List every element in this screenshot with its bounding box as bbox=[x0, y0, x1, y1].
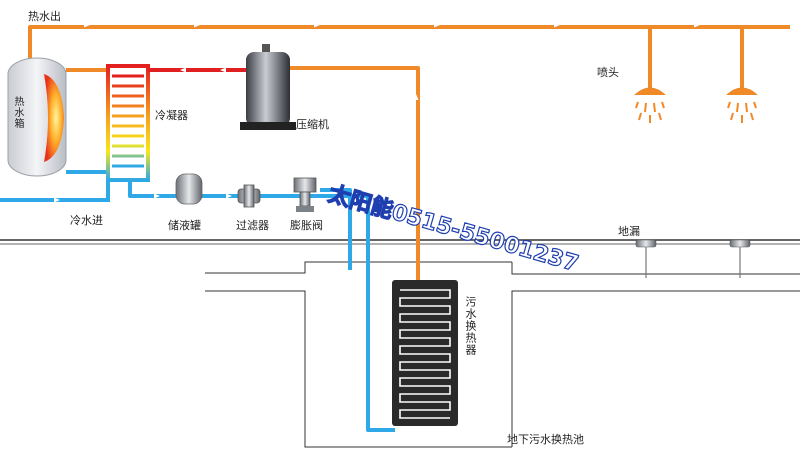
label-sprinkler: 喷头 bbox=[597, 66, 619, 79]
liquid-receiver-tank bbox=[175, 173, 203, 205]
sprinkler-icon bbox=[634, 87, 666, 123]
label-cold-water-in: 冷水进 bbox=[70, 214, 103, 227]
label-hot-water-out: 热水出 bbox=[28, 10, 61, 23]
sewage-heat-exchanger bbox=[392, 280, 458, 426]
floor-drain-icon bbox=[635, 239, 657, 278]
hot-water-tank bbox=[7, 57, 67, 177]
label-hot-water-tank: 热水箱 bbox=[12, 96, 23, 129]
label-compressor: 压缩机 bbox=[296, 118, 329, 131]
label-sewage-exchanger: 污水换热器 bbox=[464, 296, 477, 356]
label-liquid-tank: 储液罐 bbox=[168, 219, 201, 232]
flow-arrows-hot bbox=[84, 22, 700, 100]
filter-component bbox=[237, 184, 261, 208]
label-underground-pool: 地下污水换热池 bbox=[507, 433, 584, 446]
compressor bbox=[240, 44, 296, 130]
label-filter: 过滤器 bbox=[236, 219, 269, 232]
ground-structure bbox=[0, 239, 800, 448]
label-condenser: 冷凝器 bbox=[155, 109, 188, 122]
hot-water-pipe bbox=[28, 25, 790, 290]
cold-water-inlet-pipe bbox=[0, 172, 110, 202]
sprinkler-icon bbox=[726, 87, 758, 123]
floor-drain-icon bbox=[729, 239, 751, 278]
tank-link-pipes bbox=[66, 68, 108, 174]
condenser-coil bbox=[106, 64, 150, 182]
expansion-valve bbox=[293, 177, 317, 212]
label-floor-drain: 地漏 bbox=[618, 225, 640, 238]
label-expansion-valve: 膨胀阀 bbox=[290, 219, 323, 232]
